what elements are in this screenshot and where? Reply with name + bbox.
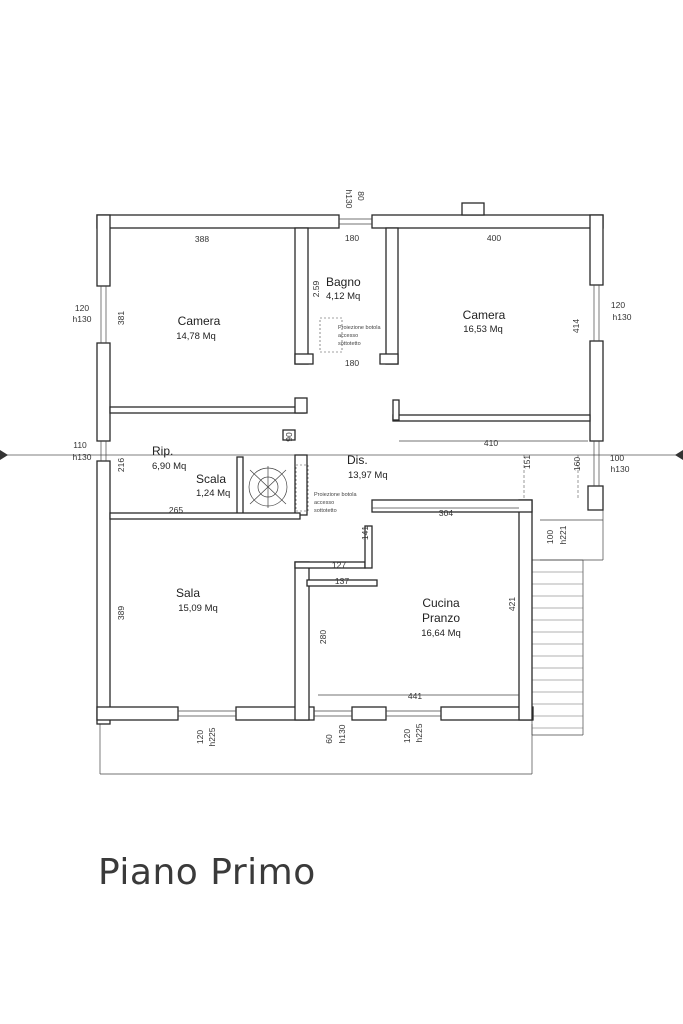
bottom-opening-1-width: 120 — [195, 730, 205, 744]
dim-216: 216 — [116, 458, 126, 472]
room-rip-name: Rip. — [152, 444, 173, 458]
dim-410: 410 — [484, 438, 498, 448]
wall-top-right — [371, 214, 604, 229]
dim-265: 265 — [169, 505, 183, 515]
dim-90: 90 — [284, 432, 294, 442]
openings — [100, 218, 600, 717]
bottom-opening-2-width: 60 — [324, 734, 334, 744]
room-bagno-name: Bagno — [326, 275, 361, 289]
room-camera-2-name: Camera — [463, 308, 506, 322]
room-camera-2-area: 16,53 Mq — [463, 324, 503, 335]
dim-141: 141 — [360, 526, 370, 540]
dim-180-top: 180 — [345, 233, 359, 243]
chimney — [461, 202, 485, 216]
right-door-width: 100 — [545, 530, 555, 544]
room-scala-name: Scala — [196, 472, 226, 486]
room-camera-1-name: Camera — [178, 314, 221, 328]
dim-304: 304 — [439, 508, 453, 518]
dim-160: 160 — [572, 457, 582, 471]
external-staircase — [531, 498, 604, 736]
bottom-opening-1-height: h225 — [207, 727, 217, 746]
top-window-height: h130 — [344, 190, 354, 209]
dim-151: 151 — [522, 455, 532, 469]
dimension-labels: 388 180 400 2.59 180 381 414 410 151 160… — [116, 233, 582, 701]
room-dis-name: Dis. — [347, 453, 368, 467]
wall-top-left — [96, 214, 340, 229]
terrace-outline — [99, 724, 533, 775]
bottom-opening-3-height: h225 — [414, 723, 424, 742]
interior-walls — [109, 227, 591, 721]
left-window-1-width: 120 — [75, 303, 89, 313]
left-window-2-height: h130 — [73, 452, 92, 462]
room-rip-area: 6,90 Mq — [152, 461, 186, 472]
dim-389: 389 — [116, 606, 126, 620]
dis-note-line2: accesso — [314, 500, 334, 506]
bottom-opening-2-height: h130 — [337, 724, 347, 743]
left-window-2-width: 110 — [73, 440, 87, 450]
dim-381: 381 — [116, 311, 126, 325]
left-window-1-height: h130 — [73, 314, 92, 324]
section-line — [0, 450, 683, 460]
dis-note-line1: Proiezione botola — [314, 492, 357, 498]
room-camera-1-area: 14,78 Mq — [176, 331, 216, 342]
room-sala-name: Sala — [176, 586, 200, 600]
room-pranzo-name: Pranzo — [422, 611, 460, 625]
opening-labels: 80 h130 120 h130 120 h130 110 h130 100 h… — [73, 190, 632, 747]
room-labels: Camera 14,78 Mq Bagno 4,12 Mq Camera 16,… — [152, 275, 506, 639]
dis-note-line3: sottotetto — [314, 508, 337, 514]
bottom-opening-3-width: 120 — [402, 729, 412, 743]
dim-414: 414 — [571, 319, 581, 333]
right-window-2-width: 100 — [610, 453, 624, 463]
room-cucina-area: 16,64 Mq — [421, 628, 461, 639]
bagno-note-line3: sottotetto — [338, 341, 361, 347]
bagno-note-line2: accesso — [338, 333, 358, 339]
room-bagno-area: 4,12 Mq — [326, 291, 360, 302]
room-sala-area: 15,09 Mq — [178, 603, 218, 614]
dim-388: 388 — [195, 234, 209, 244]
right-window-1-width: 120 — [611, 300, 625, 310]
exterior-walls — [96, 202, 604, 725]
spiral-stair — [248, 466, 288, 508]
room-scala-area: 1,24 Mq — [196, 488, 230, 499]
dim-400: 400 — [487, 233, 501, 243]
dimension-lines — [318, 440, 588, 696]
floor-plan-title: Piano Primo — [98, 852, 316, 893]
dim-280: 280 — [318, 630, 328, 644]
hatch-projections — [295, 317, 343, 512]
dim-441: 441 — [408, 691, 422, 701]
dim-127: 127 — [332, 560, 346, 570]
right-door-height: h221 — [558, 525, 568, 544]
notes: Proiezione botola accesso sottotetto Pro… — [314, 325, 381, 514]
dim-180-bottom: 180 — [345, 358, 359, 368]
dim-137: 137 — [335, 576, 349, 586]
room-dis-area: 13,97 Mq — [348, 470, 388, 481]
dim-421: 421 — [507, 597, 517, 611]
dim-2-59: 2.59 — [311, 280, 321, 297]
right-window-2-height: h130 — [611, 464, 630, 474]
room-cucina-name: Cucina — [422, 596, 460, 610]
top-window-width: 80 — [356, 191, 366, 201]
right-window-1-height: h130 — [613, 312, 632, 322]
bagno-note-line1: Proiezione botola — [338, 325, 381, 331]
